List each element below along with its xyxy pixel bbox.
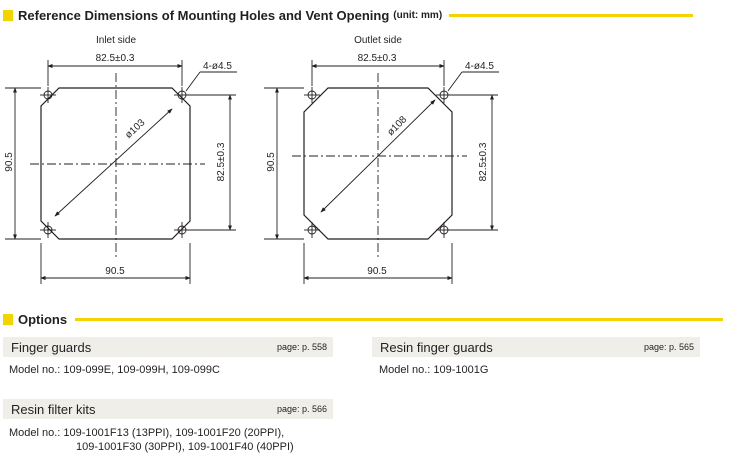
resin-filter-kits-model-line-1: Model no.: 109-1001F13 (13PPI), 109-1001… [9, 427, 285, 439]
dimensions-unit: (unit: mm) [393, 9, 443, 21]
option-resin-filter-kits: Resin filter kits page: p. 566 [3, 399, 333, 419]
heading-marker-icon [3, 313, 13, 325]
inlet-hole-label: 4-ø4.5 [203, 61, 232, 72]
inlet-diameter: ø103 [123, 117, 147, 141]
outlet-hole-tl [304, 87, 320, 103]
resin-finger-guards-models: Model no.: 109-1001G [379, 363, 488, 377]
finger-guards-model-line: Model no.: 109-099E, 109-099H, 109-099C [9, 364, 220, 376]
finger-guards-models: Model no.: 109-099E, 109-099H, 109-099C [9, 363, 220, 377]
resin-filter-kits-models: Model no.: 109-1001F13 (13PPI), 109-1001… [9, 426, 294, 454]
inlet-hole-bl [40, 222, 56, 238]
option-resin-finger-guards: Resin finger guards page: p. 565 [372, 337, 700, 357]
dimensions-heading: Reference Dimensions of Mounting Holes a… [3, 6, 723, 24]
outlet-side-label: Outlet side [354, 35, 402, 46]
inlet-right-dim: 82.5±0.3 [216, 142, 227, 181]
resin-filter-kits-name: Resin filter kits [11, 401, 96, 417]
heading-rule [449, 13, 694, 17]
outlet-frame-outline [303, 87, 453, 240]
outlet-hole-label: 4-ø4.5 [465, 61, 494, 72]
resin-filter-kits-model-line-2: 109-1001F30 (30PPI), 109-1001F40 (40PPI) [76, 441, 294, 453]
outlet-bottom-dim: 90.5 [367, 266, 387, 277]
resin-filter-kits-page-link[interactable]: page: p. 566 [276, 404, 327, 414]
options-title: Options [18, 311, 68, 327]
inlet-hole-tl [40, 87, 56, 103]
inlet-side-label: Inlet side [96, 35, 136, 46]
heading-marker-icon [3, 9, 13, 21]
inlet-frame-outline [40, 87, 191, 240]
resin-finger-guards-model-line: Model no.: 109-1001G [379, 364, 489, 376]
outlet-hole-bl [304, 222, 320, 238]
inlet-left-dim: 90.5 [4, 152, 15, 172]
resin-finger-guards-name: Resin finger guards [380, 339, 493, 355]
finger-guards-page-link[interactable]: page: p. 558 [276, 342, 327, 352]
inlet-bottom-dim: 90.5 [105, 266, 125, 277]
resin-finger-guards-page-link[interactable]: page: p. 565 [643, 342, 694, 352]
finger-guards-name: Finger guards [11, 339, 92, 355]
outlet-drawing: Outlet side 82.5±0.3 4-ø4.5 ø108 90.5 82… [264, 35, 499, 284]
outlet-top-dim: 82.5±0.3 [358, 53, 397, 64]
options-heading: Options [3, 310, 723, 328]
inlet-drawing: Inlet side 82.5±0.3 4-ø4.5 ø103 90.5 82.… [4, 35, 237, 284]
outlet-diameter: ø108 [385, 114, 409, 138]
outlet-right-dim: 82.5±0.3 [478, 142, 489, 181]
inlet-top-dim: 82.5±0.3 [96, 53, 135, 64]
outlet-left-dim: 90.5 [266, 152, 277, 172]
dimensions-title: Reference Dimensions of Mounting Holes a… [18, 7, 390, 23]
heading-rule [75, 317, 723, 321]
option-finger-guards: Finger guards page: p. 558 [3, 337, 333, 357]
